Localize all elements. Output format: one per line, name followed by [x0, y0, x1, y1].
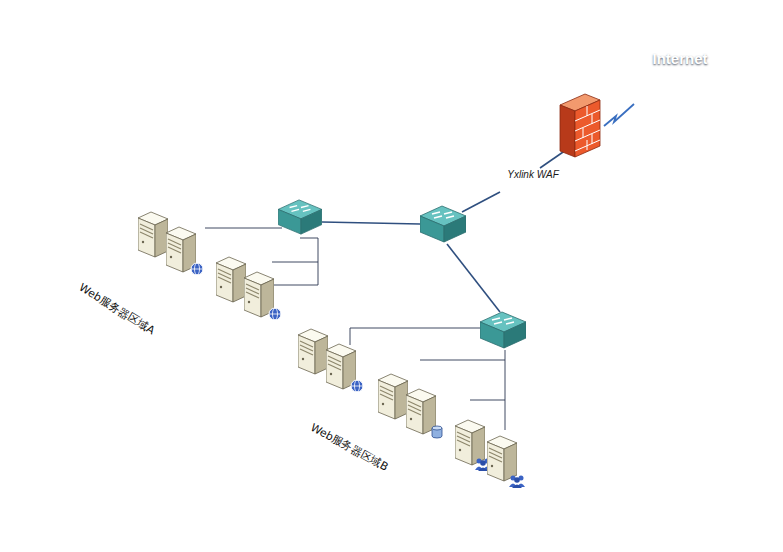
- zone-label: Web服务器区域A: [76, 280, 157, 338]
- server-zone: Web服务器区域B: [205, 274, 695, 539]
- core-switch-icon: [420, 206, 466, 242]
- network-wires: [205, 150, 566, 430]
- server-icon: [166, 227, 196, 272]
- frame-ground: [8, 8, 775, 544]
- waf-top: [493, 161, 573, 185]
- users-badge: [509, 476, 525, 489]
- server-zone-outline: [205, 274, 695, 539]
- server-icon: [455, 420, 485, 465]
- web-badge: [269, 308, 281, 320]
- wire: [462, 192, 500, 212]
- node-label: Yxlink WAF: [507, 169, 559, 180]
- server-icon: [378, 374, 408, 419]
- server-icon: [298, 329, 328, 374]
- database-badge: [432, 426, 442, 438]
- zone-plane: [210, 278, 690, 535]
- waf-device: Yxlink WAF: [492, 160, 574, 194]
- waf-front: [493, 185, 563, 193]
- server-icon: [406, 389, 436, 434]
- firewall-icon: [560, 94, 600, 157]
- server-icon: [244, 272, 274, 317]
- server-icon: [216, 257, 246, 302]
- wire: [447, 244, 500, 312]
- web-badge: [351, 380, 363, 392]
- switch-icon: [480, 312, 526, 348]
- web-badge: [191, 263, 203, 275]
- switch-icon: [278, 200, 322, 234]
- waf-side: [563, 161, 573, 193]
- node-label: Internet: [652, 50, 707, 67]
- wireless-link: [604, 104, 634, 126]
- cloud-shape: [606, 18, 754, 101]
- wire: [322, 222, 420, 224]
- server-icon: [326, 344, 356, 389]
- cloud-node: Internet: [600, 8, 760, 104]
- server-icon: [487, 436, 517, 481]
- wire: [540, 150, 566, 168]
- zone-label: Web服务器区域B: [308, 420, 391, 475]
- server-zone: Web服务器区域A: [30, 172, 430, 390]
- server-icon: [138, 212, 168, 257]
- zone-plane: [35, 175, 425, 385]
- server-zone-outline: [30, 172, 430, 390]
